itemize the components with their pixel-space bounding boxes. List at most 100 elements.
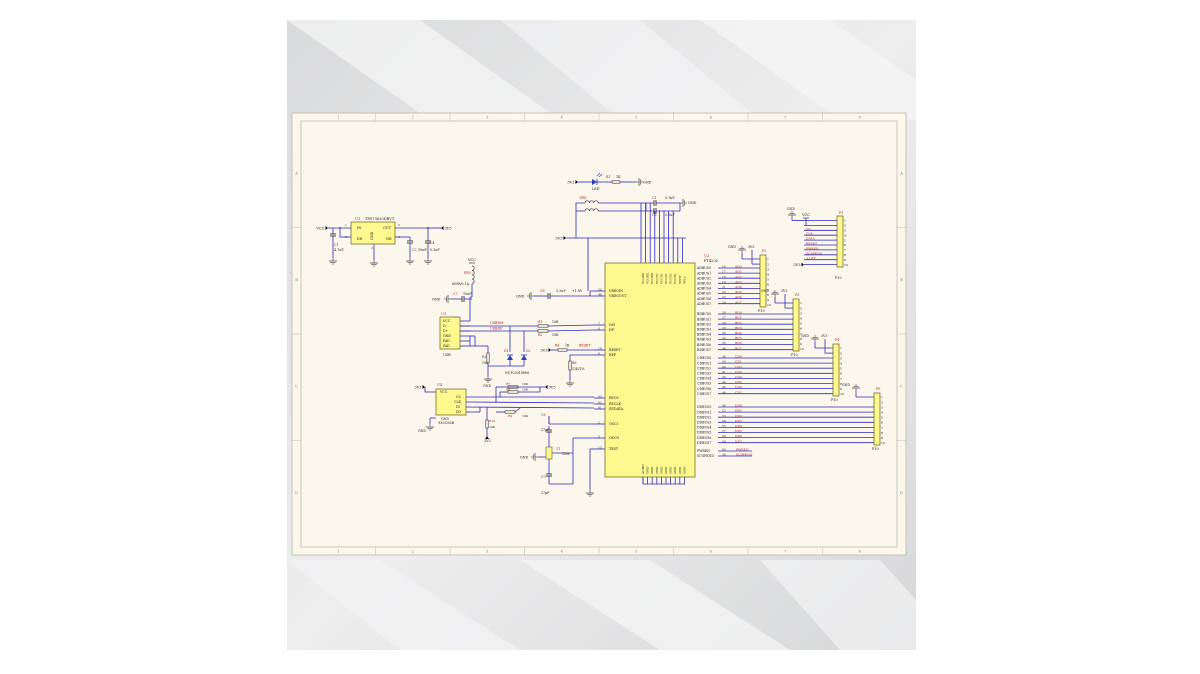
reset-gnd [566, 380, 574, 387]
mcu-bottom-pin: GND [673, 466, 677, 474]
header-p2-body [759, 254, 767, 308]
header-p3-pin: 8 [800, 337, 802, 341]
header-p2-pin: 6 [767, 283, 769, 287]
header-p1-net: CS [806, 227, 811, 231]
wire [424, 387, 436, 393]
tvs-gnd-label: GND [483, 384, 492, 388]
frame-col-label-top: 7 [784, 116, 786, 120]
header-p3-pin: 6 [800, 327, 802, 331]
header-p1-3v3: 3V3 [793, 263, 801, 267]
mcu-dd-num: 53 [722, 414, 726, 418]
frame-col-label-bottom: 6 [710, 550, 712, 554]
frame-col-label-bottom: 5 [635, 550, 637, 554]
mcu-bottom-pin: GND [655, 466, 659, 474]
mcu-bd-net: BD1 [735, 316, 742, 320]
mcu-left-pin-dp: DP [609, 328, 615, 332]
header-p2-pin: 4 [767, 273, 769, 277]
header-p3-pin: 10 [800, 347, 804, 351]
eeprom-r10-ref: R10 [489, 419, 495, 423]
wire [547, 329, 595, 332]
usb-ferrite [471, 265, 475, 284]
decoupling-c1 [650, 200, 660, 206]
header-p4-pin: 1 [840, 346, 842, 350]
eeprom-ref: U4 [437, 383, 442, 387]
mcu-left-pin-num: 3 [598, 434, 600, 438]
mcu-left-pin-eedata: EEDATA [609, 407, 624, 411]
header-p1-pin: 2 [844, 224, 846, 228]
header-p4-gnd [811, 335, 819, 342]
eeprom-chip [435, 388, 467, 416]
header-p3-pin: 5 [800, 322, 802, 326]
mcu-bd-pin: BDBUS3 [697, 328, 711, 332]
crystal-c8-ref: C8 [541, 413, 545, 417]
header-p4-gnd-label: GND [801, 334, 809, 338]
mcu-bottom-pin: GND [669, 466, 673, 474]
mcu-ad-net: AD7 [734, 300, 742, 304]
decoupling-gnd-label: GND [688, 201, 697, 205]
mcu-ad-pin: ADBUS6 [696, 297, 711, 301]
mcu-part: FT4232 [704, 259, 718, 263]
reset-r6-value: 12K/1% [572, 367, 585, 371]
header-p4-pin: 7 [840, 377, 842, 381]
eeprom-part: 93LC56B [438, 421, 454, 425]
mcu-left-pin-num: 62 [598, 400, 602, 404]
led-label: LED [592, 187, 600, 191]
tvs-gnd [484, 376, 492, 383]
mcu-top-pin: VCORE [646, 273, 650, 285]
wires [328, 181, 875, 490]
header-p1-net: DATA [806, 237, 815, 241]
usb-ref: U3 [441, 312, 446, 316]
header-p1-net: SUSPEND [806, 251, 823, 255]
regulator-pin-num: 1 [345, 223, 347, 227]
mcu-ad-num: 21 [722, 285, 726, 289]
usb-dp-net: USBDP [490, 327, 503, 331]
header-p3-gnd [771, 290, 779, 297]
crystal-c9-ref: C9 [541, 475, 545, 479]
mcu-ad-num: 16 [722, 265, 726, 269]
usb-r2-value: 10R [552, 333, 559, 337]
frame-row-label-right: D [900, 491, 903, 495]
header-p3-ref: P3 [795, 293, 799, 297]
header-p5-pin: 6 [881, 421, 883, 425]
header-p2-gnd-label: GND [728, 245, 736, 249]
header-p3-name: P10 [791, 353, 798, 357]
eeprom-pin-cs: CS [456, 395, 461, 399]
mcu-left-pin-osco: OSCO [609, 436, 619, 440]
status-led [592, 179, 598, 185]
wire [575, 202, 585, 238]
mcu-left-pin-num: 6 [598, 351, 600, 355]
vreg-c8-ref: C8 [540, 289, 545, 293]
frame-col-label-bottom: 2 [412, 550, 414, 554]
header-p3-pin: 2 [800, 306, 802, 310]
header-p5-pin: 9 [881, 436, 883, 440]
header-p3-pin: 7 [800, 332, 802, 336]
regulator-c4-value: 0.1uF [430, 248, 440, 252]
led-ray [596, 172, 601, 177]
header-p2-pin: 1 [767, 257, 769, 261]
header-p5-gnd-label: GND [842, 383, 850, 387]
wire [514, 407, 521, 413]
eeprom-pin-gnd: GND [441, 417, 449, 421]
mcu-top-pin: VCCIO [673, 273, 677, 285]
frame-col-label-bottom: 7 [784, 550, 786, 554]
header-p1-pin: 9 [844, 258, 846, 262]
eeprom-r10 [485, 419, 489, 429]
header-p3-pin: 3 [800, 311, 802, 315]
tvs-d1-ref: D1 [504, 349, 509, 353]
mcu-left-pin-eecs: EECS [609, 396, 619, 400]
usb-c7-value: 10nF [463, 292, 472, 296]
header-p1-gnd-label: GND [787, 207, 795, 211]
usb-fb-value: 600R/0.1A [452, 282, 470, 286]
mcu-cd-num: 40 [722, 365, 726, 369]
mcu-cd-pin: CDBUS7 [697, 392, 711, 396]
led-resistor [611, 180, 621, 184]
mcu-bd-net: BD0 [735, 311, 742, 315]
eeprom-r7-ref: R7 [506, 382, 510, 386]
mcu-cd-num: 39 [722, 360, 726, 364]
header-p3-net: 3V3 [781, 289, 787, 293]
header-p3-pin: 9 [800, 342, 802, 346]
header-p5-body [873, 392, 881, 446]
reset-net: 3V3 [540, 348, 548, 352]
vreg-c8-value: 3.3uF [556, 289, 566, 293]
